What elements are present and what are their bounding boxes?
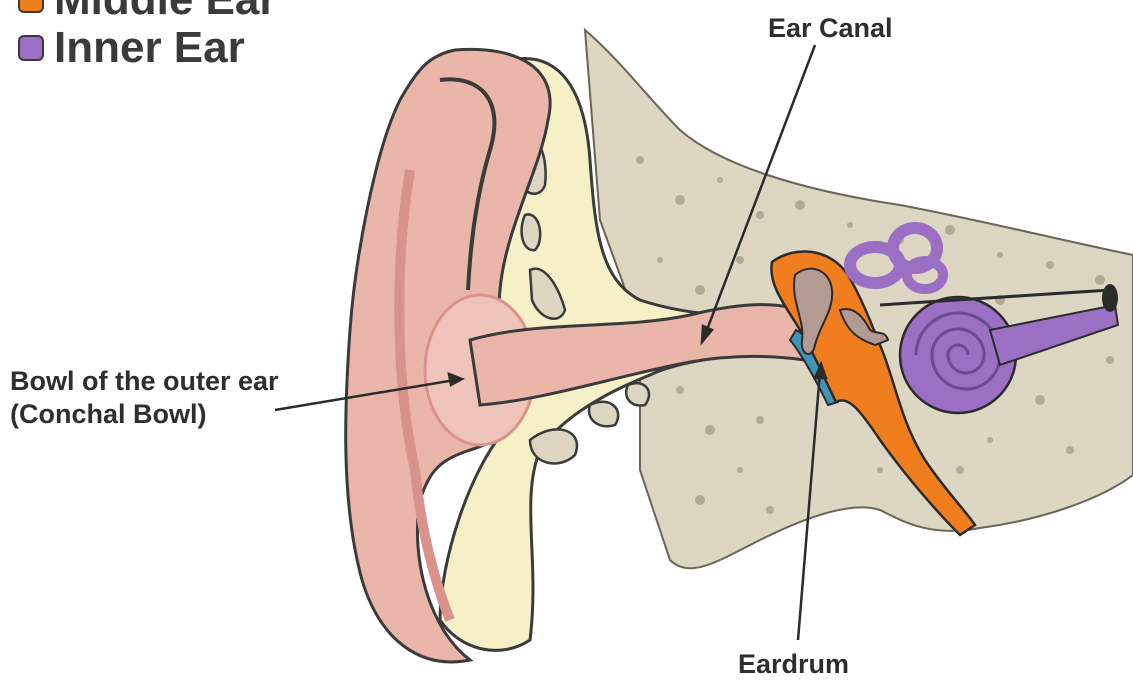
legend-inner-ear: Inner Ear (18, 26, 245, 70)
label-eardrum: Eardrum (738, 648, 849, 681)
middle-ear-swatch (18, 0, 44, 13)
label-conchal-line1: Bowl of the outer ear (10, 365, 279, 398)
nerve-opening (1102, 284, 1118, 312)
label-ear-canal: Ear Canal (768, 12, 893, 45)
legend-label-middle-ear: Middle Ear (54, 0, 277, 22)
label-conchal-line2: (Conchal Bowl) (10, 398, 279, 431)
legend-middle-ear: Middle Ear (18, 0, 277, 22)
legend-label-inner-ear: Inner Ear (54, 26, 245, 70)
inner-ear-swatch (18, 35, 44, 61)
label-conchal-bowl: Bowl of the outer ear (Conchal Bowl) (10, 365, 279, 431)
